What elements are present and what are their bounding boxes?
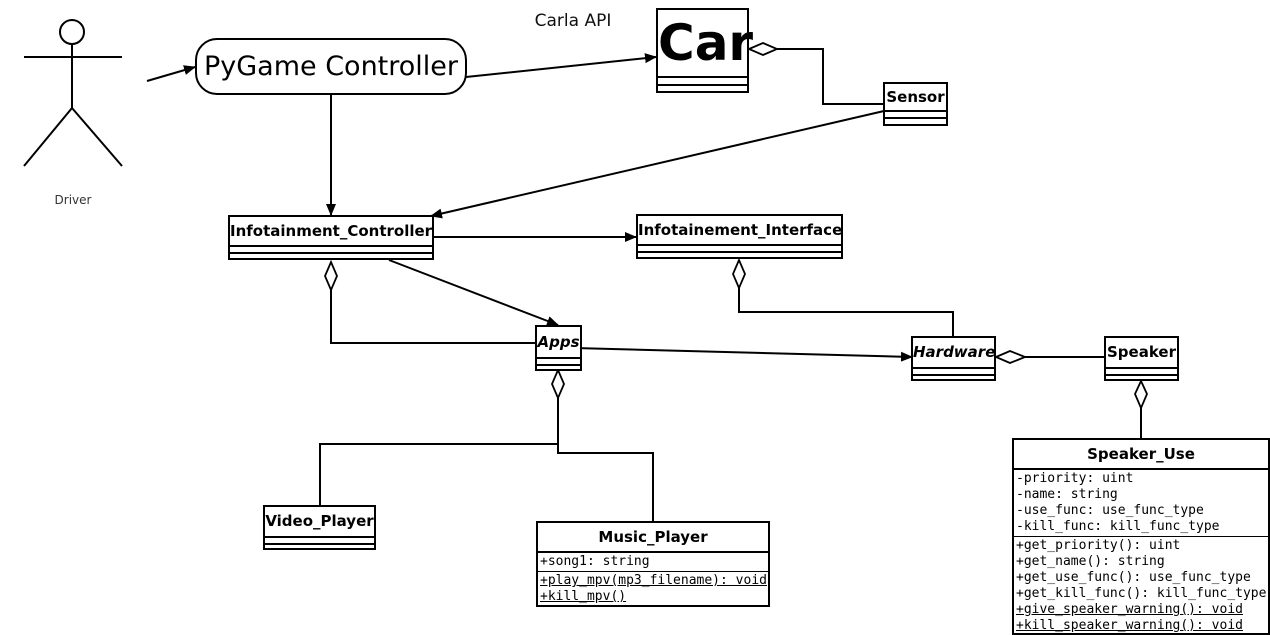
speaker-use-attribute: -use_func: use_func_type xyxy=(1016,503,1204,518)
aggregation-diamond-car xyxy=(746,42,780,56)
speaker-use-method: +get_name(): string xyxy=(1016,554,1165,569)
speaker-use-attribute: -priority: uint xyxy=(1016,471,1134,486)
speaker-use-attribute: -name: string xyxy=(1016,487,1118,502)
speaker-use-class[interactable]: Speaker_Use -priority: uint -name: strin… xyxy=(1012,438,1270,635)
driver-label: Driver xyxy=(54,193,92,207)
music-player-method: +play_mpv(mp3_filename): void xyxy=(540,573,767,588)
car-class[interactable]: Car xyxy=(656,8,754,93)
pygame-controller-node[interactable]: PyGame Controller xyxy=(195,38,467,95)
speaker-use-method: +kill_speaker_warning(): void xyxy=(1016,618,1243,633)
edge-apps-video-player xyxy=(319,397,559,505)
hardware-class[interactable]: Hardware xyxy=(911,336,996,381)
aggregation-diamond-interface xyxy=(732,257,746,291)
edge-apps-hardware xyxy=(573,347,913,362)
edge-interface-hardware xyxy=(738,288,954,336)
music-player-attribute: +song1: string xyxy=(540,554,650,569)
aggregation-diamond-hardware xyxy=(993,350,1028,364)
aggregation-diamond-speaker xyxy=(1134,378,1148,411)
aggregation-diamond-apps xyxy=(551,367,565,401)
infotainement-interface-class[interactable]: Infotainement_Interface xyxy=(636,214,843,259)
edge-apps-music-player xyxy=(557,444,654,522)
speaker-class-title: Speaker xyxy=(1107,343,1176,361)
speaker-use-method: +get_use_func(): use_func_type xyxy=(1016,570,1251,585)
speaker-use-title: Speaker_Use xyxy=(1087,445,1195,463)
video-player-class[interactable]: Video_Player xyxy=(263,505,376,550)
music-player-class[interactable]: Music_Player +song1: string +play_mpv(mp… xyxy=(536,521,770,607)
speaker-use-method: +give_speaker_warning(): void xyxy=(1016,602,1243,617)
edge-pygame-car xyxy=(465,53,657,78)
video-player-title: Video_Player xyxy=(265,512,374,530)
speaker-use-method: +get_priority(): uint xyxy=(1016,538,1181,553)
aggregation-diamond-controller xyxy=(324,259,338,293)
apps-class[interactable]: Apps xyxy=(535,325,582,371)
hardware-class-title: Hardware xyxy=(913,343,996,361)
driver-actor-figure xyxy=(23,19,123,167)
pygame-controller-label: PyGame Controller xyxy=(203,51,459,82)
speaker-class[interactable]: Speaker xyxy=(1104,336,1179,381)
edge-controller-apps xyxy=(388,259,559,326)
music-player-method: +kill_mpv() xyxy=(540,589,627,604)
sensor-class[interactable]: Sensor xyxy=(883,82,948,126)
edge-controller-apps-aggregation xyxy=(330,290,536,344)
speaker-use-attribute: -kill_func: kill_func_type xyxy=(1016,519,1220,534)
apps-class-title: Apps xyxy=(537,333,580,351)
edge-car-sensor xyxy=(776,48,884,105)
sensor-class-title: Sensor xyxy=(886,88,945,106)
infotainment-controller-title: Infotainment_Controller xyxy=(230,222,433,240)
car-class-title: Car xyxy=(658,14,754,72)
edge-sensor-infotainment-controller xyxy=(430,110,885,219)
edge-driver-pygame xyxy=(146,65,196,82)
music-player-title: Music_Player xyxy=(598,528,708,546)
carla-api-label: Carla API xyxy=(534,11,612,31)
infotainement-interface-title: Infotainement_Interface xyxy=(638,221,843,239)
infotainment-controller-class[interactable]: Infotainment_Controller xyxy=(228,215,434,260)
speaker-use-method: +get_kill_func(): kill_func_type xyxy=(1016,586,1267,601)
